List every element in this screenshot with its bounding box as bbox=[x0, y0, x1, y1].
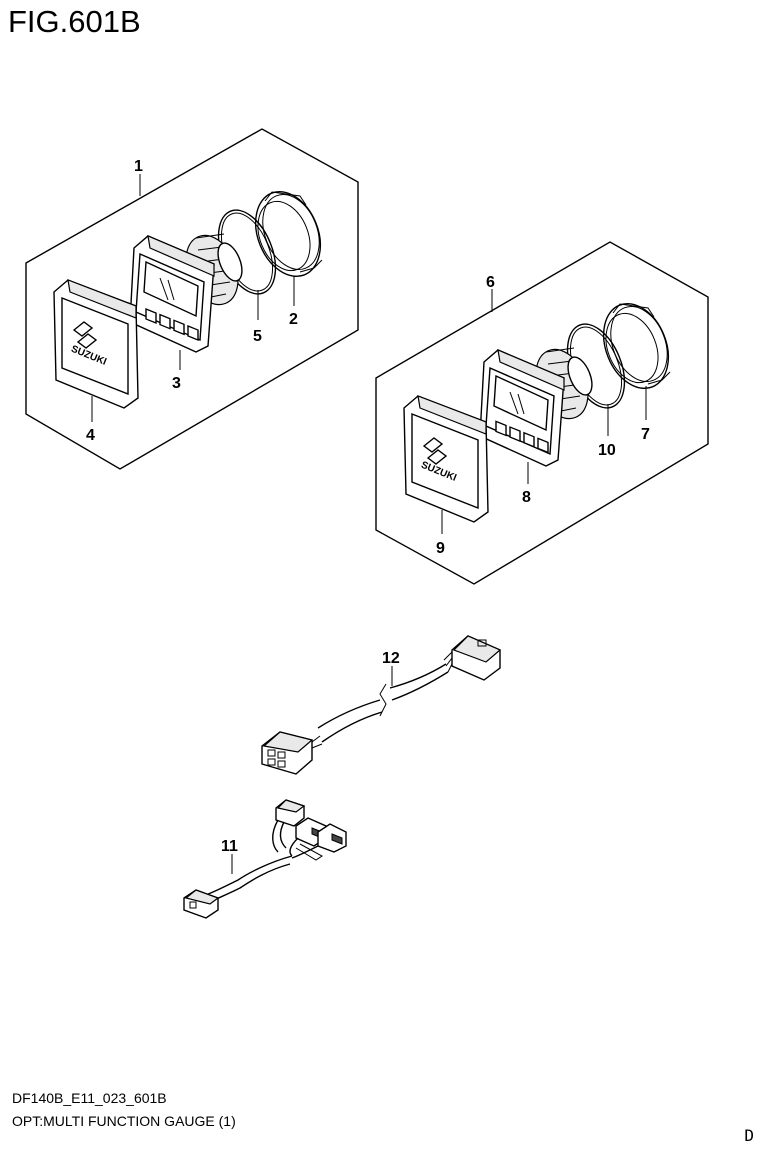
y-harness-part-11[interactable] bbox=[183, 799, 347, 919]
assembly-group-6: SUZUKI bbox=[375, 241, 709, 585]
callout-7: 7 bbox=[641, 426, 650, 443]
callout-3: 3 bbox=[172, 375, 181, 392]
bezel-ring-part-7[interactable] bbox=[592, 294, 681, 398]
assembly-group-1: SUZUKI bbox=[25, 128, 359, 470]
callout-2: 2 bbox=[289, 311, 298, 328]
figure-title: FIG.601B bbox=[8, 4, 141, 39]
callout-12: 12 bbox=[382, 650, 400, 667]
bezel-ring-part-2[interactable] bbox=[244, 182, 333, 286]
callout-6: 6 bbox=[486, 274, 495, 291]
callout-5: 5 bbox=[253, 328, 262, 345]
gauge-body-part-8[interactable] bbox=[479, 342, 598, 467]
page-letter: D bbox=[744, 1126, 754, 1145]
footer-description: OPT:MULTI FUNCTION GAUGE (1) bbox=[12, 1113, 236, 1129]
assembly-1-outline bbox=[25, 128, 359, 470]
callout-4: 4 bbox=[86, 427, 95, 444]
callout-9: 9 bbox=[436, 540, 445, 557]
cap-part-4[interactable]: SUZUKI bbox=[53, 279, 139, 409]
callout-1: 1 bbox=[134, 158, 143, 175]
cap-part-9[interactable]: SUZUKI bbox=[403, 395, 489, 523]
callout-10: 10 bbox=[598, 442, 616, 459]
footer-code: DF140B_E11_023_601B bbox=[12, 1090, 167, 1106]
callout-11: 11 bbox=[221, 838, 238, 855]
callout-8: 8 bbox=[522, 489, 531, 506]
assembly-6-outline bbox=[375, 241, 709, 585]
gauge-body-part-3[interactable] bbox=[129, 228, 248, 353]
wire-harness-part-12[interactable] bbox=[261, 635, 502, 775]
